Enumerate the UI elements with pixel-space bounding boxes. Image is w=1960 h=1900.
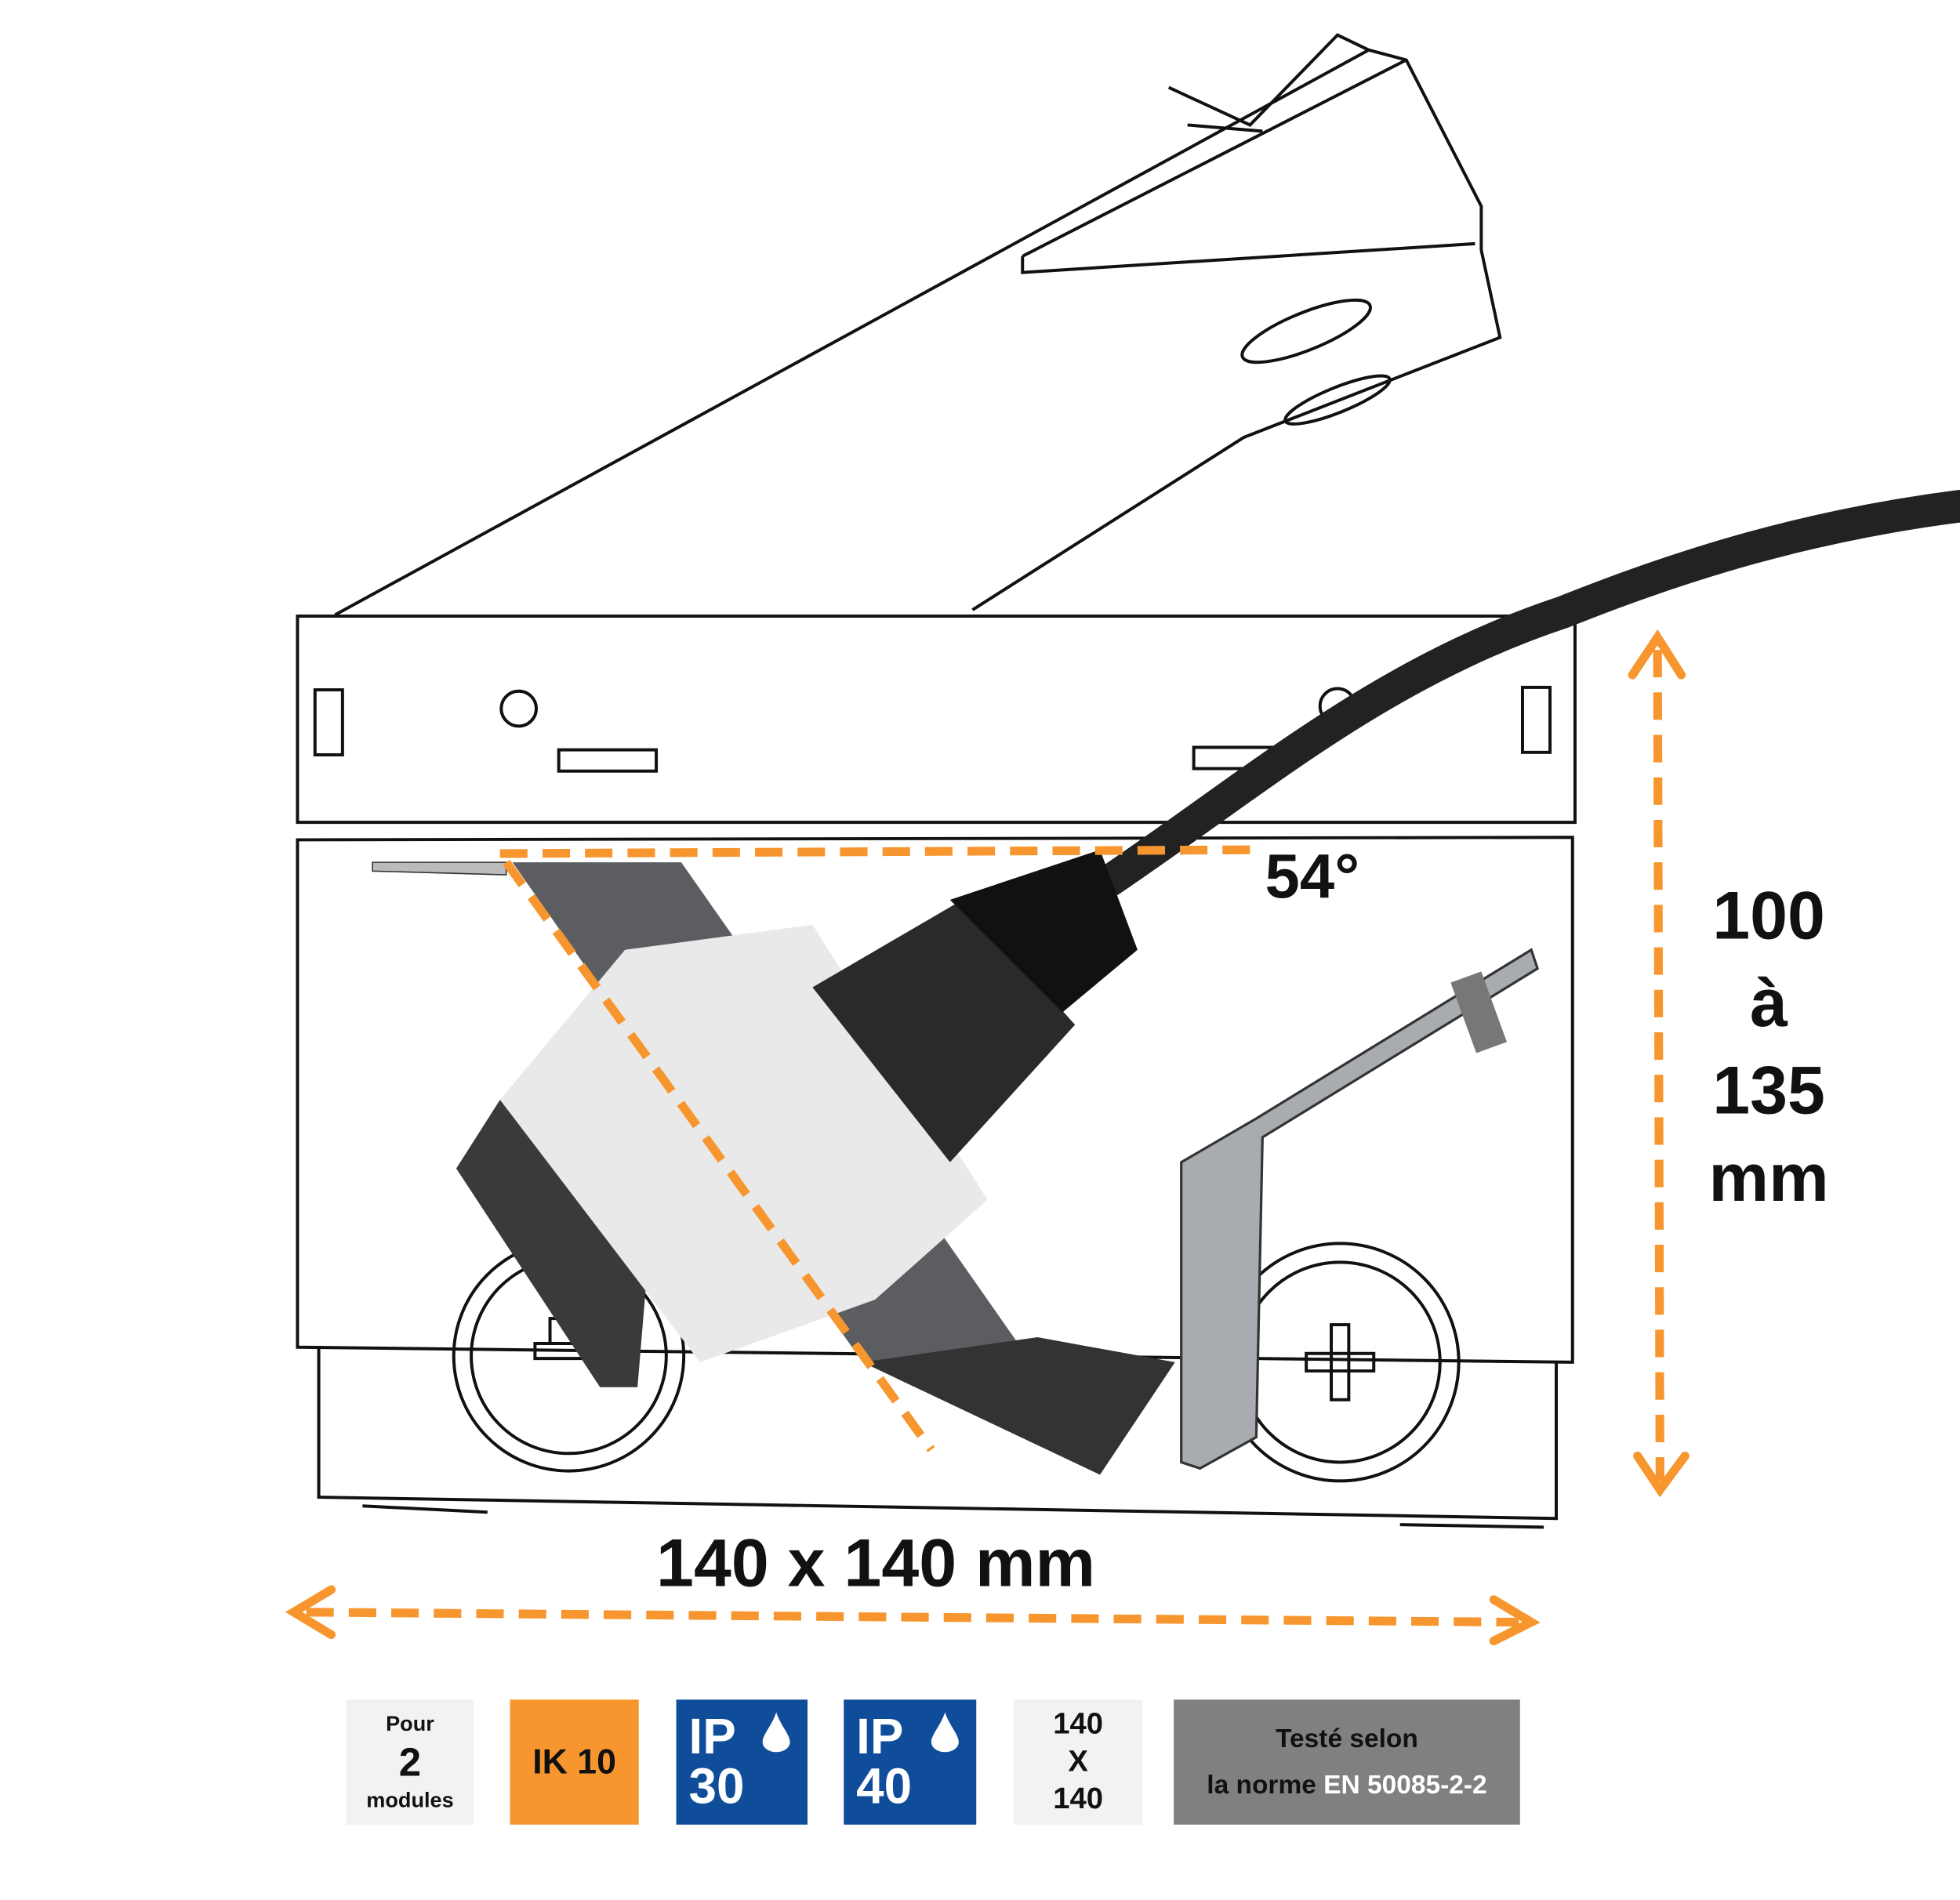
ip40-badge: IP 40	[844, 1699, 977, 1825]
height-label: 100 à 135 mm	[1700, 872, 1837, 1222]
norm-line2: la norme EN 50085-2-2	[1207, 1772, 1486, 1798]
modules-badge: Pour 2 modules	[346, 1699, 474, 1825]
water-drop-icon	[762, 1712, 790, 1753]
ik-badge: IK 10	[510, 1699, 639, 1825]
footprint-label: 140 x 140 mm	[656, 1525, 1096, 1601]
socket-module	[456, 850, 1175, 1475]
modules-bottom: modules	[366, 1788, 454, 1812]
size-line3: 140	[1053, 1782, 1104, 1816]
height-unit: mm	[1708, 1140, 1829, 1217]
ip30-value: 30	[688, 1759, 745, 1815]
width-dimension-line	[306, 1608, 1519, 1627]
frame	[296, 615, 1577, 825]
ip30-badge: IP 30	[676, 1699, 808, 1825]
modules-number: 2	[398, 1739, 422, 1785]
norm-badge: Testé selon la norme EN 50085-2-2	[1174, 1699, 1520, 1825]
size-badge: 140 X 140	[1014, 1699, 1143, 1825]
norm-prefix: la norme	[1207, 1771, 1316, 1800]
angle-label: 54°	[1265, 841, 1360, 912]
power-cable	[1083, 490, 1960, 904]
height-separator: à	[1750, 966, 1788, 1042]
norm-code: EN 50085-2-2	[1323, 1771, 1487, 1800]
height-dimension-line	[1653, 650, 1664, 1481]
ip40-prefix: IP	[856, 1710, 904, 1765]
angle-line-diagonal	[503, 859, 935, 1452]
ik-label: IK 10	[532, 1742, 616, 1782]
modules-top: Pour	[386, 1712, 434, 1736]
size-line1: 140	[1053, 1706, 1104, 1741]
ip30-prefix: IP	[688, 1710, 736, 1765]
ip40-value: 40	[856, 1759, 913, 1815]
mounting-bracket	[1180, 948, 1540, 1470]
water-drop-icon	[931, 1712, 959, 1753]
norm-line1: Testé selon	[1276, 1724, 1418, 1753]
lid	[334, 48, 1502, 617]
size-line2: X	[1068, 1744, 1088, 1779]
height-min: 100	[1712, 878, 1825, 954]
height-max: 135	[1712, 1053, 1825, 1129]
